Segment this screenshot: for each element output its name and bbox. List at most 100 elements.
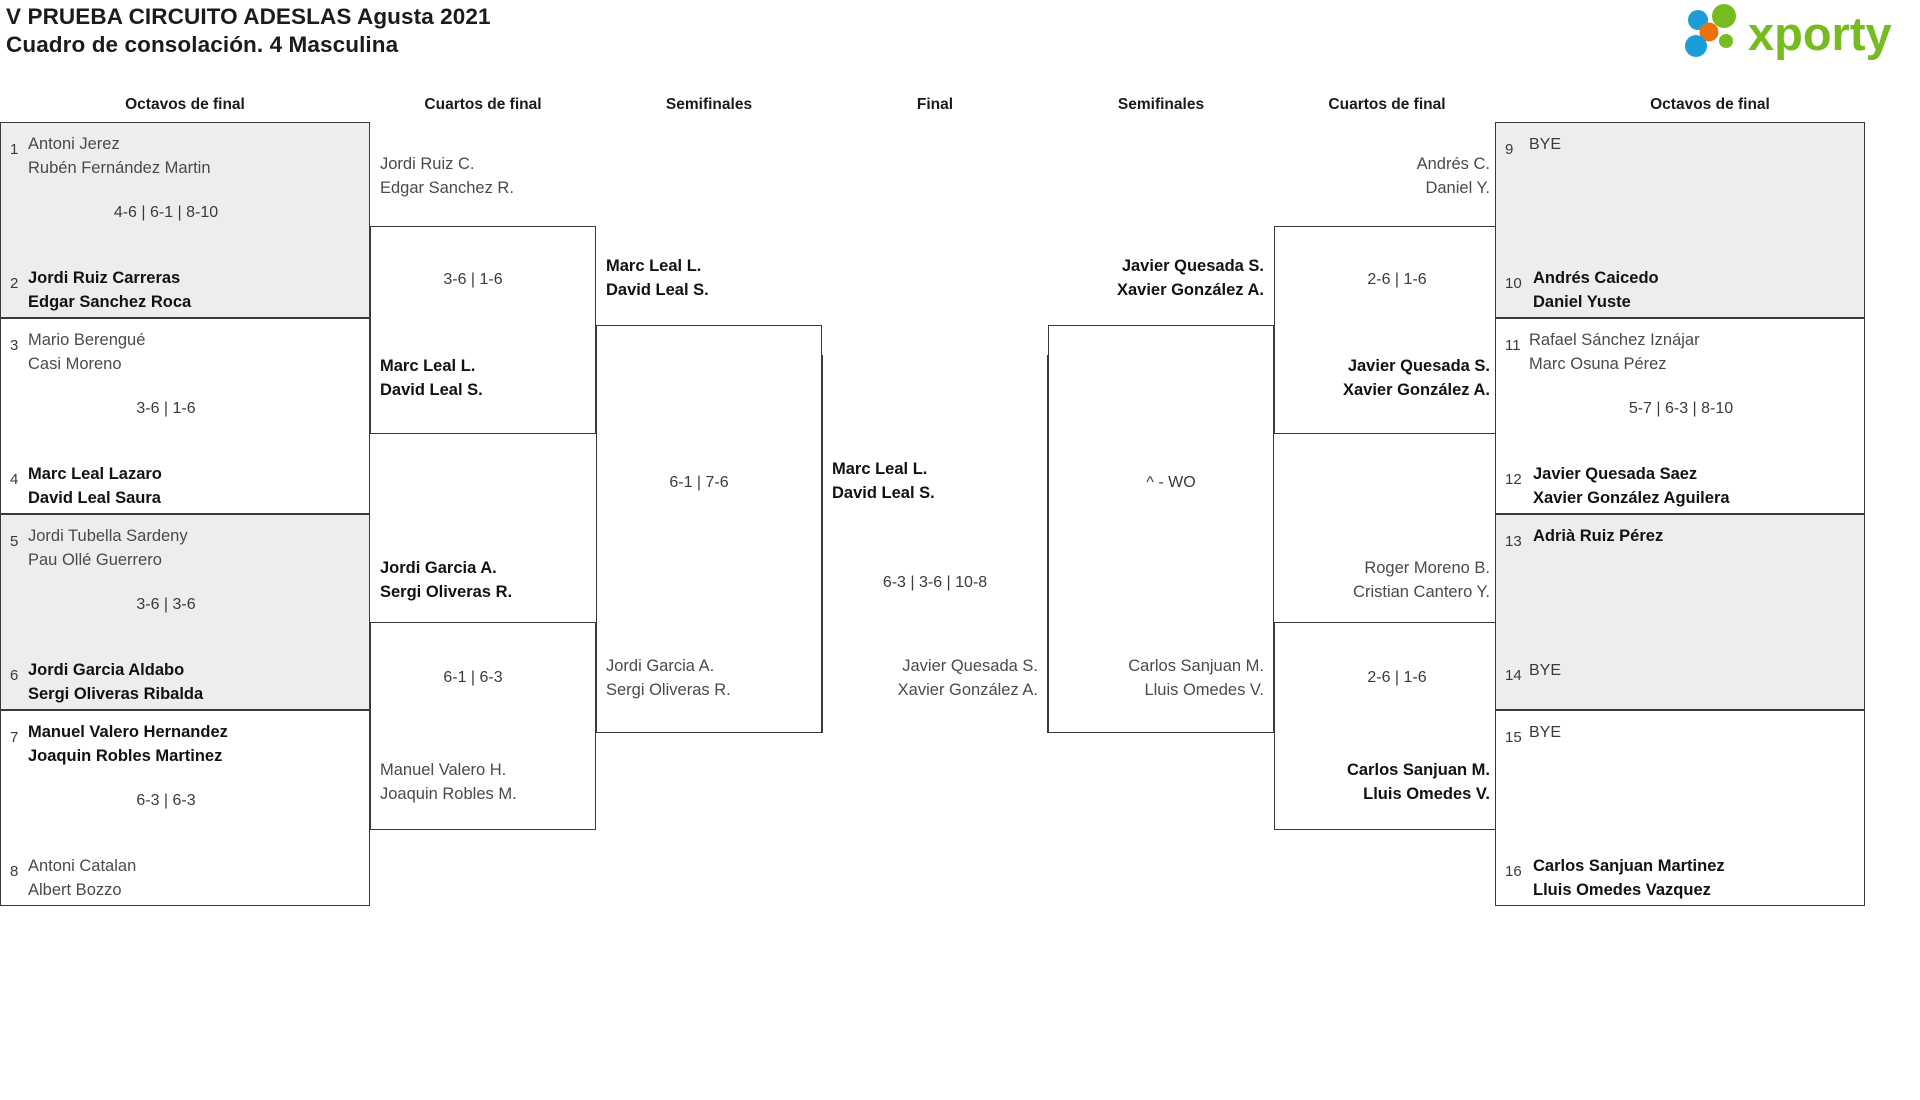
player-line-2: Edgar Sanchez Roca [28, 292, 192, 311]
seed-number: 7 [10, 729, 19, 746]
round-header-final: Final [916, 96, 954, 113]
page-header: V PRUEBA CIRCUITO ADESLAS Agusta 2021 Cu… [0, 0, 1920, 95]
seed-number: 14 [1505, 667, 1522, 684]
player-line-1: Rafael Sánchez Iznájar [1529, 331, 1700, 349]
player-names: Jordi Tubella Sardeny Pau Ollé Guerrero [28, 525, 188, 572]
seed-number: 10 [1505, 275, 1522, 292]
round-header-left-cuartos: Cuartos de final [424, 96, 542, 113]
title-block: V PRUEBA CIRCUITO ADESLAS Agusta 2021 Cu… [6, 3, 491, 59]
octavos-cell-13[interactable]: 13 Adrià Ruiz Pérez 14 BYE [1495, 514, 1865, 710]
player-line-1: Javier Quesada S. [1121, 257, 1264, 275]
player-line-2: Sergi Oliveras Ribalda [28, 684, 204, 703]
semis-left-top-names: Marc Leal L. David Leal S. [606, 255, 709, 302]
player-line-2: Lluis Omedes Vazquez [1533, 880, 1711, 899]
seed-number: 15 [1505, 729, 1522, 746]
page-title: V PRUEBA CIRCUITO ADESLAS Agusta 2021 [6, 4, 491, 29]
player-names: Mario Berengué Casi Moreno [28, 329, 145, 376]
octavos-cell-9[interactable]: 9 BYE 10 Andrés Caicedo Daniel Yuste [1495, 122, 1865, 318]
round-header-right-semis: Semifinales [1117, 96, 1205, 113]
player-names: Jordi Ruiz Carreras Edgar Sanchez Roca [28, 267, 191, 314]
player-line-2: Xavier González Aguilera [1533, 488, 1730, 507]
seed-number: 1 [10, 141, 19, 158]
octavos-cell-4[interactable]: 7 Manuel Valero Hernandez Joaquin Robles… [0, 710, 370, 906]
round-header-left-octavos: Octavos de final [125, 96, 245, 113]
cuartos-right-2-bottom-names: Carlos Sanjuan M. Lluis Omedes V. [1274, 759, 1490, 806]
player-names: Antoni Catalan Albert Bozzo [28, 855, 136, 902]
player-names: BYE [1529, 133, 1561, 157]
semis-right-bottom-names: Carlos Sanjuan M. Lluis Omedes V. [1048, 655, 1264, 702]
player-line-2: David Leal S. [606, 280, 709, 299]
page-subtitle: Cuadro de consolación. 4 Masculina [6, 32, 399, 57]
seed-number: 8 [10, 863, 19, 880]
player-line-2: Casi Moreno [28, 354, 122, 373]
seed-number: 6 [10, 667, 19, 684]
xporty-logo-icon: xporty [1685, 4, 1892, 60]
round-header-right-octavos: Octavos de final [1650, 96, 1770, 113]
octavos-cell-15[interactable]: 15 BYE 16 Carlos Sanjuan Martinez Lluis … [1495, 710, 1865, 906]
svg-text:xporty: xporty [1748, 7, 1892, 60]
player-line-1: Roger Moreno B. [1364, 559, 1490, 577]
seed-number: 16 [1505, 863, 1522, 880]
player-names: Javier Quesada Saez Xavier González Agui… [1533, 463, 1730, 510]
final-runnerup-names: Javier Quesada S. Xavier González A. [822, 655, 1038, 702]
octavos-cell-1[interactable]: 1 Antoni Jerez Rubén Fernández Martin 4-… [0, 122, 370, 318]
player-line-1: Marc Leal L. [380, 357, 476, 375]
player-line-2: Sergi Oliveras R. [380, 582, 513, 601]
cuartos-right-1-bottom-names: Javier Quesada S. Xavier González A. [1274, 355, 1490, 402]
semis-left-connector [596, 325, 822, 733]
player-line-2: Xavier González A. [897, 680, 1038, 699]
player-line-2: Xavier González A. [1116, 280, 1264, 299]
player-line-2: David Leal S. [832, 483, 935, 502]
player-names: Carlos Sanjuan Martinez Lluis Omedes Vaz… [1533, 855, 1725, 902]
player-line-2: Daniel Yuste [1533, 292, 1631, 311]
player-line-1: Carlos Sanjuan M. [1346, 761, 1490, 779]
player-line-1: Andrés C. [1416, 155, 1490, 173]
seed-number: 11 [1505, 337, 1521, 354]
match-score: 4-6 | 6-1 | 8-10 [113, 204, 219, 221]
match-score: 6-1 | 6-3 [443, 669, 503, 686]
player-line-2: Xavier González A. [1342, 380, 1490, 399]
octavos-cell-11[interactable]: 11 Rafael Sánchez Iznájar Marc Osuna Pér… [1495, 318, 1865, 514]
cuartos-left-1-bottom-names: Marc Leal L. David Leal S. [380, 355, 483, 402]
player-names: Marc Leal Lazaro David Leal Saura [28, 463, 162, 510]
cuartos-left-2-bottom-names: Manuel Valero H. Joaquin Robles M. [380, 759, 517, 806]
player-names: Antoni Jerez Rubén Fernández Martin [28, 133, 211, 180]
seed-number: 4 [10, 471, 19, 488]
player-line-1: Carlos Sanjuan M. [1128, 657, 1264, 675]
player-names: Jordi Garcia Aldabo Sergi Oliveras Ribal… [28, 659, 203, 706]
player-line-1: Antoni Jerez [28, 135, 120, 153]
player-names: BYE [1529, 659, 1561, 683]
final-connector [822, 355, 1048, 733]
semis-left-bottom-names: Jordi Garcia A. Sergi Oliveras R. [606, 655, 731, 702]
player-line-1: Javier Quesada S. [1347, 357, 1490, 375]
player-line-1: Marc Leal Lazaro [28, 465, 162, 483]
player-line-1: Marc Leal L. [606, 257, 702, 275]
cuartos-left-connector-2 [370, 622, 596, 830]
player-names: BYE [1529, 721, 1561, 745]
player-line-2: Lluis Omedes V. [1363, 784, 1490, 803]
player-line-2: David Leal Saura [28, 488, 161, 507]
xporty-logo[interactable]: xporty [1676, 4, 1906, 60]
player-line-2: Daniel Y. [1425, 178, 1490, 197]
match-score: ^ - WO [1146, 474, 1196, 491]
player-line-1: Mario Berengué [28, 331, 146, 349]
cuartos-right-2-top-names: Roger Moreno B. Cristian Cantero Y. [1274, 557, 1490, 604]
match-score: 6-3 | 6-3 [136, 792, 196, 809]
player-line-1: Adrià Ruiz Pérez [1533, 527, 1664, 545]
match-score: 2-6 | 1-6 [1367, 669, 1427, 686]
player-line-1: Javier Quesada Saez [1533, 465, 1698, 483]
final-score: 6-3 | 3-6 | 10-8 [882, 574, 988, 591]
octavos-cell-3[interactable]: 5 Jordi Tubella Sardeny Pau Ollé Guerrer… [0, 514, 370, 710]
player-line-1: Jordi Tubella Sardeny [28, 527, 188, 545]
player-line-2: Joaquin Robles M. [380, 784, 517, 803]
player-line-1: Andrés Caicedo [1533, 269, 1659, 287]
player-line-2: Sergi Oliveras R. [606, 680, 731, 699]
octavos-cell-2[interactable]: 3 Mario Berengué Casi Moreno 3-6 | 1-6 4… [0, 318, 370, 514]
match-score: 3-6 | 1-6 [443, 271, 503, 288]
semis-right-top-names: Javier Quesada S. Xavier González A. [1048, 255, 1264, 302]
player-line-1: Manuel Valero Hernandez [28, 723, 228, 741]
player-line-1: BYE [1529, 136, 1562, 153]
final-winner-names: Marc Leal L. David Leal S. [832, 458, 935, 505]
player-line-2: Rubén Fernández Martin [28, 158, 211, 177]
